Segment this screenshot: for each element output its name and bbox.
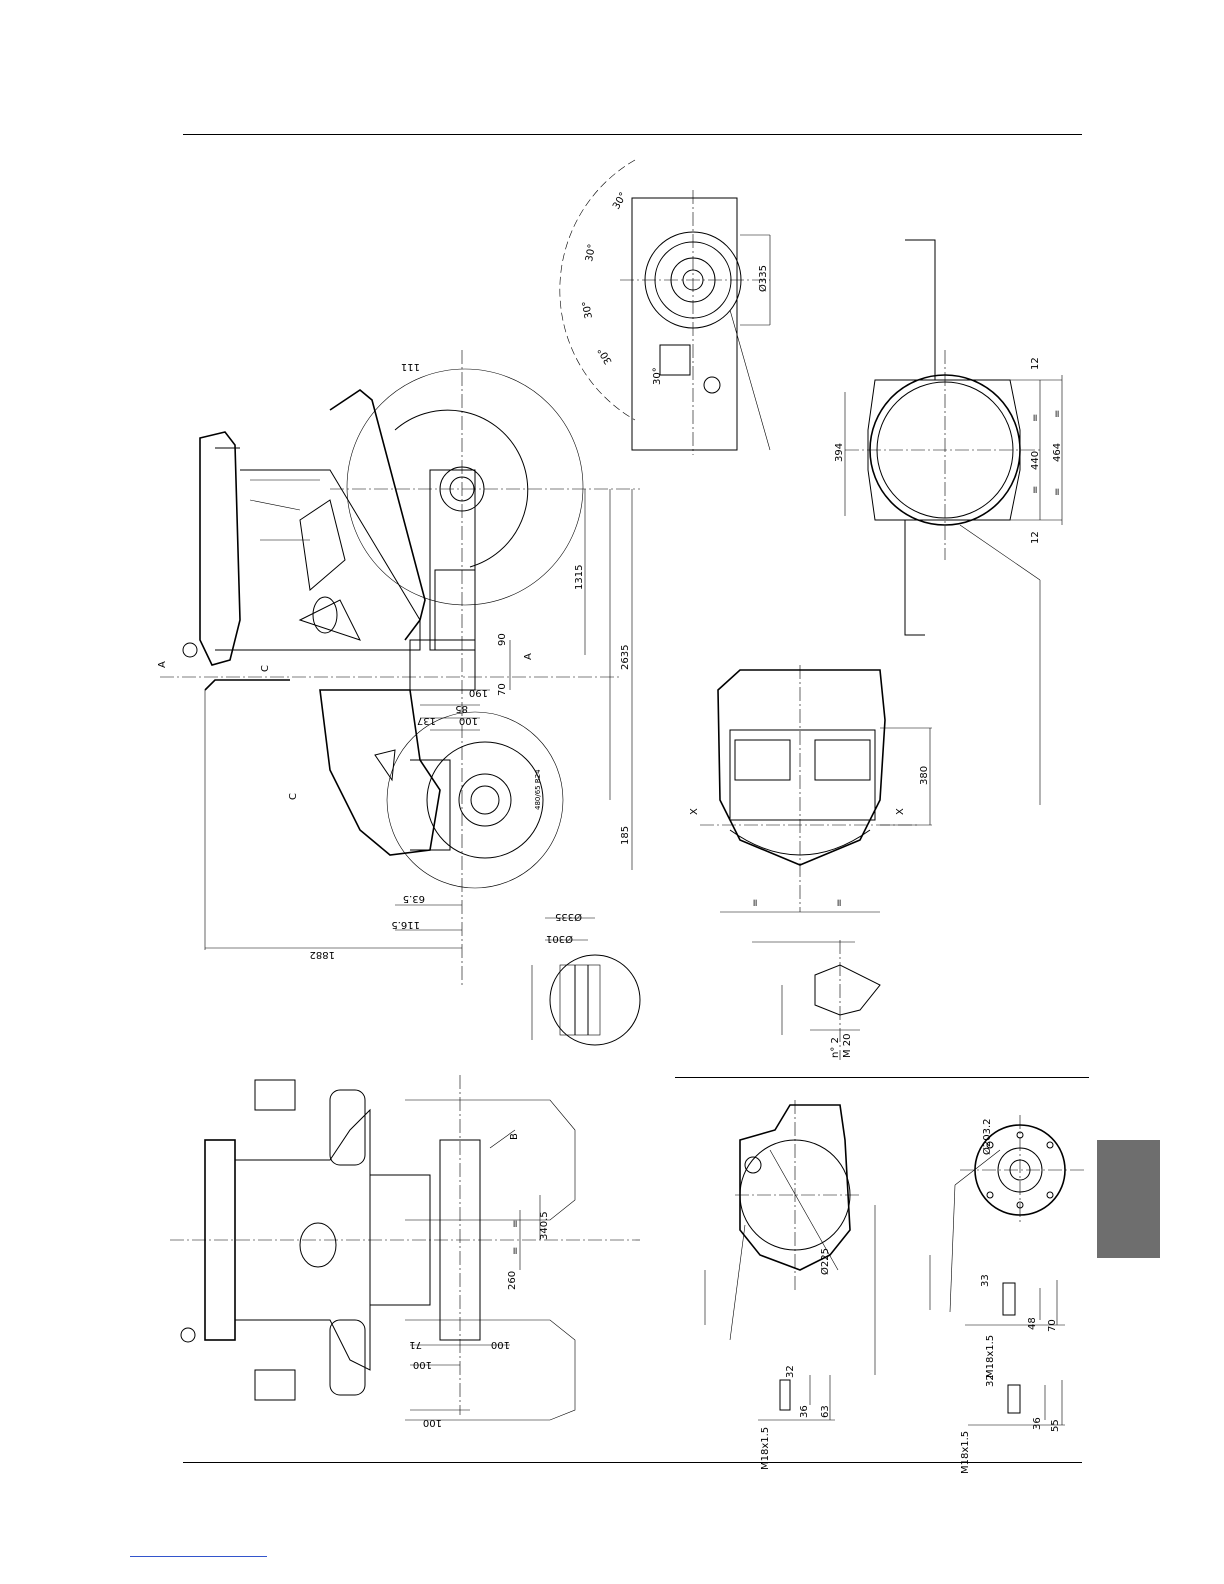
dim-340-5: 340.5	[539, 1211, 550, 1240]
section-a-left: A	[157, 661, 168, 668]
angle-4: 30°	[596, 345, 614, 366]
eq-4: =	[1052, 488, 1063, 496]
hood	[320, 690, 440, 855]
dim-1882: 1882	[310, 949, 335, 960]
pto-view: Ø335 30° 30° 30° 30° 30°	[560, 160, 770, 455]
cab-rear-window	[200, 432, 240, 665]
x-left: X	[689, 808, 700, 815]
thread-detail: M 20 n° 2	[752, 940, 880, 1060]
front-axle	[410, 760, 450, 850]
cab-body	[240, 470, 420, 650]
front-hub	[459, 774, 511, 826]
steering-wheel-top	[300, 1223, 336, 1267]
dim-185: 185	[620, 826, 631, 845]
eq-1: =	[1030, 414, 1041, 422]
dim-111: 111	[401, 361, 420, 372]
dim-36-right: 36	[1032, 1417, 1043, 1430]
angle-2: 30°	[584, 243, 598, 262]
bottom-right-detail: Ø203.2 33 48 70 M18x1.5 32 36 55 M18x1.5	[930, 1115, 1085, 1474]
eq-3: =	[1052, 410, 1063, 418]
dim-1315: 1315	[574, 565, 585, 590]
thread-pitch: n° 2	[830, 1037, 841, 1058]
dim-70-right: 70	[1047, 1319, 1058, 1332]
label-b: B	[509, 1133, 520, 1140]
dim-85: 85	[455, 703, 468, 714]
dim-2635: 2635	[620, 645, 631, 670]
side-view: 111 1315 2635 90 70 190 85 137 100 185 6…	[157, 350, 640, 985]
section-a-right: A	[523, 653, 534, 660]
light-icon	[183, 643, 197, 657]
dim-71: 71	[409, 1339, 422, 1350]
cross-section: 12 394 464 440 = = = = 12	[834, 240, 1063, 805]
dim-116-5: 116.5	[391, 919, 420, 930]
dim-190: 190	[469, 687, 488, 698]
thread-left: M18x1.5	[760, 1427, 771, 1470]
dim-36-left: 36	[799, 1405, 810, 1418]
cab-roof	[330, 390, 425, 640]
section-c-mid: C	[288, 793, 299, 800]
dim-32-right: 32	[985, 1374, 996, 1387]
top-view: B 340.5 260 = = 71 100 100 100	[170, 1075, 640, 1428]
dim-12-bottom: 12	[1030, 531, 1041, 544]
dim-440: 440	[1030, 451, 1041, 470]
dim-d203-2: Ø203.2	[981, 1119, 993, 1156]
dim-100-b: 100	[413, 1359, 432, 1370]
dim-63-5: 63.5	[403, 893, 425, 904]
front-axle-view: 380 X X = =	[689, 665, 932, 912]
dim-d335-detail: Ø335	[555, 911, 582, 923]
dim-48-right: 48	[1027, 1317, 1038, 1330]
dim-100-a: 100	[491, 1339, 510, 1350]
x-right: X	[895, 808, 906, 815]
angle-1: 30°	[611, 191, 629, 212]
dim-12-top: 12	[1030, 357, 1041, 370]
dim-55-right: 55	[1050, 1419, 1061, 1432]
dim-63-left: 63	[820, 1405, 831, 1418]
light-icon-top	[181, 1328, 195, 1342]
thread-right-2: M18x1.5	[960, 1431, 971, 1474]
eq-top-view: =	[510, 1220, 521, 1228]
steering-wheel	[313, 597, 337, 633]
dim-d335-pto: Ø335	[757, 265, 769, 292]
dim-90: 90	[497, 633, 508, 646]
bottom-left-detail: Ø225 32 36 63 M18x1.5	[705, 1100, 875, 1470]
dim-100: 100	[459, 715, 478, 726]
dim-464: 464	[1052, 443, 1063, 462]
thread-m20: M 20	[842, 1033, 853, 1058]
eq-right: =	[834, 899, 845, 907]
eq-top-view-2: =	[510, 1247, 521, 1255]
dim-70: 70	[497, 683, 508, 696]
dim-394: 394	[834, 443, 845, 462]
eq-2: =	[1030, 486, 1041, 494]
dim-33-right: 33	[980, 1274, 991, 1287]
dim-380: 380	[919, 766, 930, 785]
thread-right-1: M18x1.5	[985, 1335, 996, 1378]
section-c-top: C	[260, 665, 271, 672]
dim-d225: Ø225	[819, 1248, 831, 1275]
dim-d301-detail: Ø301	[546, 933, 573, 945]
dim-32-left: 32	[785, 1365, 796, 1378]
angle-3: 30°	[581, 300, 595, 319]
dim-137: 137	[417, 715, 436, 726]
flange-detail: Ø335 Ø301	[532, 911, 640, 1045]
angle-5: 30°	[652, 367, 663, 385]
tire-label: 480/65 R24	[534, 769, 542, 810]
dim-260: 260	[507, 1271, 518, 1290]
eq-left: =	[750, 899, 761, 907]
dim-100-c: 100	[423, 1417, 442, 1428]
